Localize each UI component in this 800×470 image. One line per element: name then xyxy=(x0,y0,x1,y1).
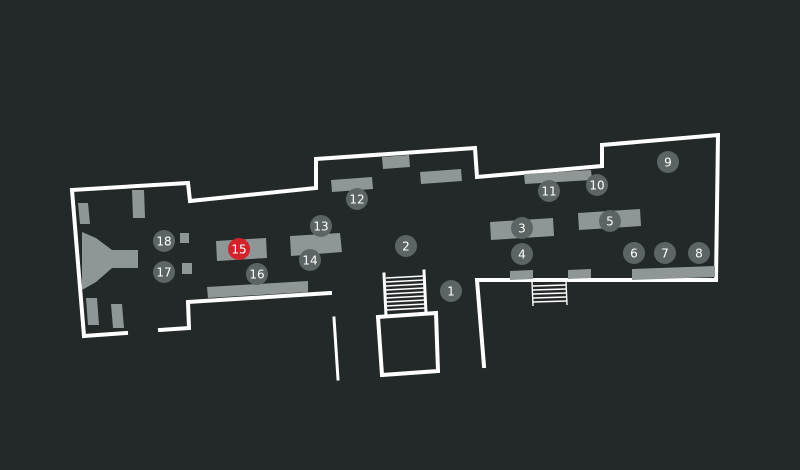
marker-circle[interactable] xyxy=(153,261,175,283)
marker-circle[interactable] xyxy=(688,242,710,264)
marker-label: 12 xyxy=(349,193,364,207)
marker-circle[interactable] xyxy=(346,188,368,210)
walls xyxy=(69,132,721,381)
display-case xyxy=(111,304,124,328)
display-case xyxy=(420,169,462,184)
marker-label: 4 xyxy=(518,248,526,262)
exhibit-marker-1[interactable]: 1 xyxy=(440,280,462,302)
marker-circle[interactable] xyxy=(586,174,608,196)
marker-circle[interactable] xyxy=(310,215,332,237)
exhibit-marker-3[interactable]: 3 xyxy=(511,217,533,239)
marker-circle[interactable] xyxy=(599,210,621,232)
marker-label: 18 xyxy=(156,235,171,249)
exhibit-marker-15[interactable]: 15 xyxy=(228,238,250,260)
marker-circle[interactable] xyxy=(511,243,533,265)
exhibit-marker-7[interactable]: 7 xyxy=(654,242,676,264)
exhibit-marker-9[interactable]: 9 xyxy=(657,151,679,173)
partition-wall xyxy=(332,316,340,381)
display-case xyxy=(182,263,192,274)
marker-circle[interactable] xyxy=(153,230,175,252)
display-case xyxy=(632,266,715,280)
marker-label: 2 xyxy=(402,240,410,254)
exhibit-marker-17[interactable]: 17 xyxy=(153,261,175,283)
marker-circle[interactable] xyxy=(246,263,268,285)
exhibit-marker-8[interactable]: 8 xyxy=(688,242,710,264)
marker-label: 13 xyxy=(313,220,328,234)
display-case xyxy=(568,269,591,279)
exhibit-marker-11[interactable]: 11 xyxy=(538,180,560,202)
marker-circle[interactable] xyxy=(299,249,321,271)
display-case xyxy=(290,233,342,256)
display-case xyxy=(382,155,410,169)
exhibit-marker-18[interactable]: 18 xyxy=(153,230,175,252)
display-cases xyxy=(78,155,715,328)
marker-label: 3 xyxy=(518,222,526,236)
exhibit-marker-2[interactable]: 2 xyxy=(395,235,417,257)
marker-label: 6 xyxy=(630,247,638,261)
exhibit-marker-4[interactable]: 4 xyxy=(511,243,533,265)
marker-circle[interactable] xyxy=(228,238,250,260)
marker-label: 5 xyxy=(606,215,614,229)
marker-circle[interactable] xyxy=(623,242,645,264)
display-case xyxy=(78,203,90,224)
outer-wall-lower-mid xyxy=(157,290,333,333)
marker-label: 17 xyxy=(156,266,171,280)
exhibit-marker-12[interactable]: 12 xyxy=(346,188,368,210)
exhibit-marker-16[interactable]: 16 xyxy=(246,263,268,285)
outer-wall-upper xyxy=(69,132,721,339)
display-case xyxy=(86,298,99,325)
marker-label: 1 xyxy=(447,285,455,299)
marker-circle[interactable] xyxy=(657,151,679,173)
marker-label: 15 xyxy=(231,243,246,257)
marker-label: 16 xyxy=(249,268,264,282)
marker-label: 14 xyxy=(302,254,317,268)
exhibit-marker-5[interactable]: 5 xyxy=(599,210,621,232)
outer-wall-lower-right xyxy=(474,278,718,369)
display-case xyxy=(180,233,189,243)
marker-circle[interactable] xyxy=(440,280,462,302)
exhibit-marker-6[interactable]: 6 xyxy=(623,242,645,264)
marker-label: 9 xyxy=(664,156,672,170)
staircase-right xyxy=(531,280,568,307)
marker-circle[interactable] xyxy=(654,242,676,264)
marker-circle[interactable] xyxy=(538,180,560,202)
stairwell-box xyxy=(375,310,441,378)
display-case xyxy=(331,177,373,192)
display-case xyxy=(510,270,533,280)
display-case xyxy=(524,170,592,184)
exhibit-marker-13[interactable]: 13 xyxy=(310,215,332,237)
marker-label: 8 xyxy=(695,247,703,261)
exhibit-marker-10[interactable]: 10 xyxy=(586,174,608,196)
display-case xyxy=(207,281,308,298)
display-case xyxy=(82,232,138,290)
marker-label: 11 xyxy=(541,185,556,199)
marker-circle[interactable] xyxy=(395,235,417,257)
exhibit-marker-14[interactable]: 14 xyxy=(299,249,321,271)
marker-label: 7 xyxy=(661,247,669,261)
outer-wall-lower-left xyxy=(81,330,129,339)
staircase-main xyxy=(382,269,428,318)
display-case xyxy=(132,190,145,218)
marker-label: 10 xyxy=(589,179,604,193)
marker-circle[interactable] xyxy=(511,217,533,239)
